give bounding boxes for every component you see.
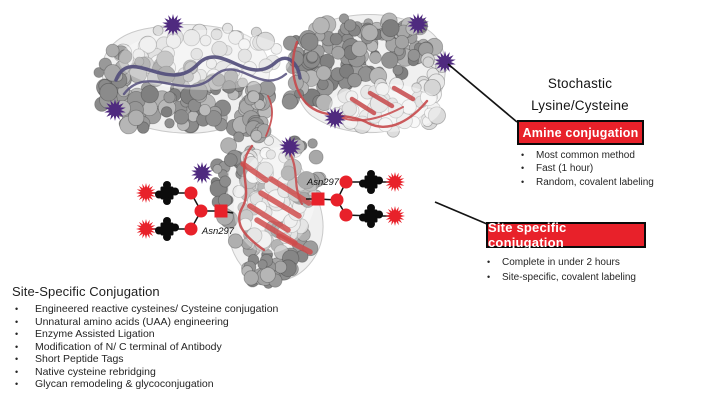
list-item: Most common method (519, 149, 719, 163)
glycan-core-square (214, 204, 228, 218)
purple-dye-star-icon (279, 136, 301, 158)
red-dye-star-icon (385, 172, 405, 192)
list-item: Native cysteine rebridging (12, 366, 357, 379)
stochastic-title-line2: Lysine/Cysteine (531, 98, 629, 113)
list-item: Short Peptide Tags (12, 353, 357, 366)
site-specific-methods-list: Engineered reactive cysteines/ Cysteine … (12, 303, 357, 391)
amine-bullet-list: Most common method Fast (1 hour) Random,… (519, 149, 719, 190)
glycan-sugar-circle (330, 193, 344, 207)
linker-puzzle-icon (359, 204, 383, 228)
site-specific-bullet-list: Complete in under 2 hours Site-specific,… (485, 255, 705, 285)
list-item: Engineered reactive cysteines/ Cysteine … (12, 303, 357, 316)
asn297-label-left: Asn297 (201, 226, 235, 237)
site-specific-methods-block: Site-Specific Conjugation Engineered rea… (12, 284, 357, 391)
purple-dye-star-icon (104, 99, 126, 121)
list-item: Glycan remodeling & glycoconjugation (12, 378, 357, 391)
amine-conjugation-box: Amine conjugation (517, 120, 644, 145)
purple-dye-star-icon (324, 107, 346, 129)
purple-dye-star-icon (434, 51, 456, 73)
list-item: Random, covalent labeling (519, 176, 719, 190)
glycan-sugar-circle (339, 208, 353, 222)
amine-conjugation-label: Amine conjugation (522, 125, 639, 140)
list-item: Unnatural amino acids (UAA) engineering (12, 316, 357, 329)
list-item: Site-specific, covalent labeling (485, 270, 705, 285)
annotation-lines (434, 63, 518, 225)
purple-dye-star-icon (407, 13, 429, 35)
glycan-sugar-circle (184, 222, 198, 236)
list-item: Complete in under 2 hours (485, 255, 705, 270)
linker-puzzle-icon (155, 217, 179, 241)
site-specific-methods-heading: Site-Specific Conjugation (12, 284, 160, 299)
stochastic-title: Stochastic Lysine/Cysteine (500, 73, 660, 117)
site-specific-conjugation-box: Site specific conjugation (486, 220, 646, 250)
stochastic-title-line1: Stochastic (547, 76, 613, 91)
purple-dye-star-icon (162, 14, 184, 36)
glycan-sugar-circle (339, 175, 353, 189)
linker-puzzle-icon (359, 170, 383, 194)
list-item: Fast (1 hour) (519, 162, 719, 176)
antibody-ribbons (114, 40, 429, 255)
purple-dye-star-icon (191, 162, 213, 184)
list-item: Modification of N/ C terminal of Antibod… (12, 341, 357, 354)
glycan-sugar-circle (194, 204, 208, 218)
glycan-core-square (311, 192, 325, 206)
site-specific-conjugation-label: Site specific conjugation (488, 220, 567, 250)
glycan-structures (136, 170, 405, 241)
connector-line-amine (447, 63, 518, 123)
list-item: Enzyme Assisted Ligation (12, 328, 357, 341)
glycan-sugar-circle (184, 186, 198, 200)
dye-stars (104, 13, 456, 184)
red-dye-star-icon (136, 219, 156, 239)
connector-line-site-specific (434, 201, 488, 225)
antibody-spheres (93, 12, 449, 289)
asn297-label-right: Asn297 (306, 177, 340, 188)
linker-puzzle-icon (155, 181, 179, 205)
red-dye-star-icon (385, 206, 405, 226)
red-dye-star-icon (136, 183, 156, 203)
